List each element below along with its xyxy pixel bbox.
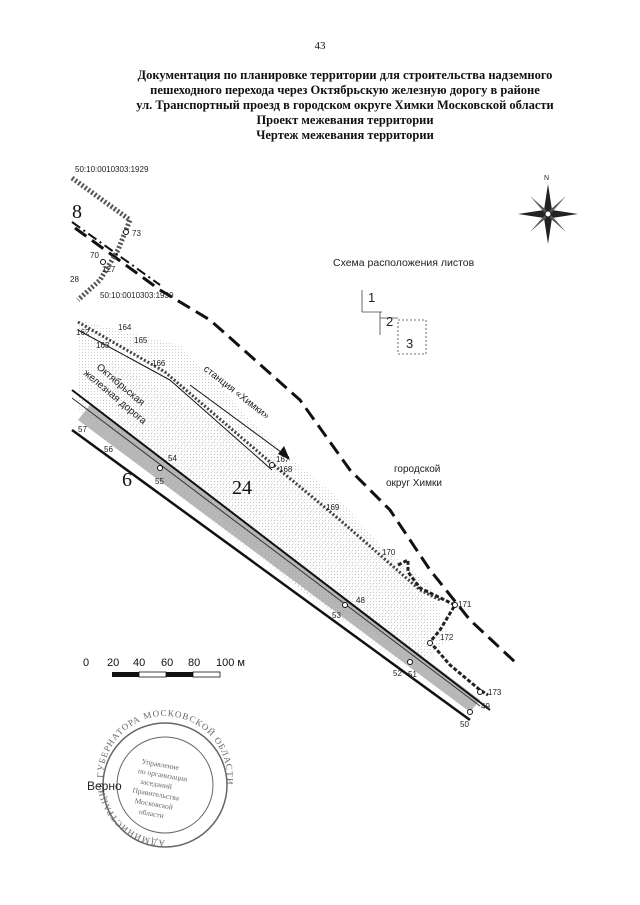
arrow-head-icon	[278, 446, 290, 460]
point-label: 162	[76, 328, 90, 337]
scale-tick-label: 100 м	[216, 657, 245, 669]
scale-tick-label: 0	[83, 657, 89, 669]
scale-tick-label: 20	[107, 657, 119, 669]
point-label: 56	[104, 445, 113, 454]
scale-tick-label: 60	[161, 657, 173, 669]
point-label: 163	[96, 341, 110, 350]
point-labels: 73 70 127 28 162 164 163 165 166 57 56 5…	[70, 229, 502, 729]
boundary-point	[100, 259, 106, 265]
point-label: 164	[118, 323, 132, 332]
point-label: 73	[132, 229, 141, 238]
parcel-boundary	[70, 175, 134, 302]
scale-tick-label: 80	[188, 657, 200, 669]
railway-line	[71, 389, 491, 711]
point-label: 127	[102, 265, 116, 274]
point-label: 53	[332, 611, 341, 620]
sheet-scheme-title: Схема расположения листов	[333, 257, 475, 269]
title-line: Чертеж межевания территории	[256, 128, 434, 142]
point-label: 57	[78, 425, 87, 434]
zone-number: 6	[122, 469, 132, 491]
railway-line	[71, 397, 481, 707]
title-line: ул. Транспортный проезд в городском окру…	[136, 98, 554, 112]
point-label: 170	[382, 548, 396, 557]
boundary-point	[467, 709, 473, 715]
territory-boundary	[77, 329, 273, 471]
boundary-point	[269, 462, 275, 468]
zone-number: 24	[232, 477, 252, 499]
boundary-segment	[397, 557, 489, 697]
parcel-boundary	[71, 221, 161, 286]
railway-band	[78, 405, 480, 712]
boundary-point	[427, 640, 433, 646]
point-label: 172	[440, 633, 454, 642]
point-label: 28	[70, 275, 79, 284]
sheet-scheme	[361, 290, 427, 355]
district-label: округ Химки	[386, 478, 442, 489]
territory-boundary	[77, 320, 441, 602]
cadastral-number: 50:10:0010303:1929	[75, 165, 149, 174]
compass-north-label: N	[544, 175, 549, 182]
point-label: 171	[458, 600, 472, 609]
scale-bar	[112, 671, 221, 678]
district-label: городской	[394, 464, 440, 475]
stamp-line: области	[138, 807, 164, 820]
cadastral-number: 50:10:0010303:1930	[100, 291, 174, 300]
point-label: 48	[356, 596, 365, 605]
sheet-number: 1	[368, 290, 375, 305]
zone-number: 8	[72, 201, 82, 223]
point-label: 173	[488, 688, 502, 697]
title-line: Документация по планировке территории дл…	[137, 68, 553, 82]
point-label: 169	[326, 503, 340, 512]
verno-mark: Верно	[87, 779, 122, 793]
scale-bar-labels: 0 20 40 60 80 100 м	[83, 657, 245, 669]
boundary-points	[100, 229, 483, 715]
dashed-boundary	[74, 226, 517, 664]
railway-line	[71, 428, 471, 722]
boundary-point	[477, 689, 483, 695]
point-label: 167	[276, 455, 290, 464]
point-label: 51	[408, 670, 417, 679]
station-arrow	[189, 384, 286, 456]
document-title: Документация по планировке территории дл…	[80, 68, 610, 143]
point-label: 50	[460, 720, 469, 729]
title-line: Проект межевания территории	[256, 113, 434, 127]
boundary-point	[157, 465, 163, 471]
point-label: 165	[134, 336, 148, 345]
point-label: 70	[90, 251, 99, 260]
point-label: 166	[152, 359, 166, 368]
scale-tick-label: 40	[133, 657, 145, 669]
boundary-point	[123, 229, 129, 235]
zone-24-hatch	[110, 360, 435, 665]
compass-rose-icon	[518, 184, 578, 244]
sheet-number: 2	[386, 314, 393, 329]
page-number: 43	[314, 40, 326, 52]
title-line: пешеходного перехода через Октябрьскую ж…	[150, 83, 540, 97]
point-label: 54	[168, 454, 177, 463]
point-label: 168	[279, 465, 293, 474]
point-label: 52	[393, 669, 402, 678]
boundary-point	[342, 602, 348, 608]
point-label: 49	[481, 702, 490, 711]
point-label: 55	[155, 477, 164, 486]
boundary-point	[407, 659, 413, 665]
sheet-number: 3	[406, 336, 413, 351]
boundary-point	[452, 602, 458, 608]
